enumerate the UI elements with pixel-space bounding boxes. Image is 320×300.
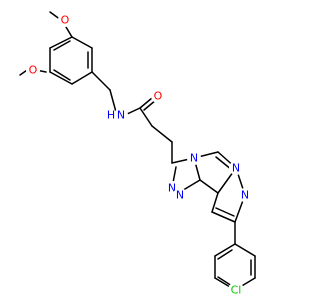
triazole-nitrogen-3: N [173, 188, 187, 202]
atom-o-carbonyl: O [154, 90, 163, 103]
molecule-structure: O O N H O N N N N [19, 11, 256, 298]
atom-n-tri3: N [176, 189, 184, 202]
atom-n-amide: N [117, 109, 125, 122]
carbonyl-oxygen: O [151, 89, 165, 103]
methoxy-oxygen-top: O [58, 13, 72, 27]
atom-cl: Cl [231, 284, 242, 297]
atom-labels: O O N H O N N N N [26, 13, 252, 298]
atom-o1: O [61, 14, 70, 27]
chlorine-substituent: Cl [228, 282, 244, 298]
amide-nitrogen: N H [107, 108, 128, 122]
atom-n-pyr1: N [232, 162, 240, 175]
methoxy-oxygen-left: O [26, 63, 40, 77]
pyrazole-nitrogen-1: N [229, 161, 243, 175]
atom-n-tri1: N [190, 152, 198, 165]
atom-n-pyr2: N [241, 189, 249, 202]
pyrazole-nitrogen-2: N [238, 188, 252, 202]
atom-n-tri2: N [168, 182, 176, 195]
atom-o2: O [29, 64, 38, 77]
atom-h-amide: H [107, 109, 115, 122]
bond-lines [19, 11, 256, 291]
triazole-nitrogen-1: N [187, 151, 201, 165]
